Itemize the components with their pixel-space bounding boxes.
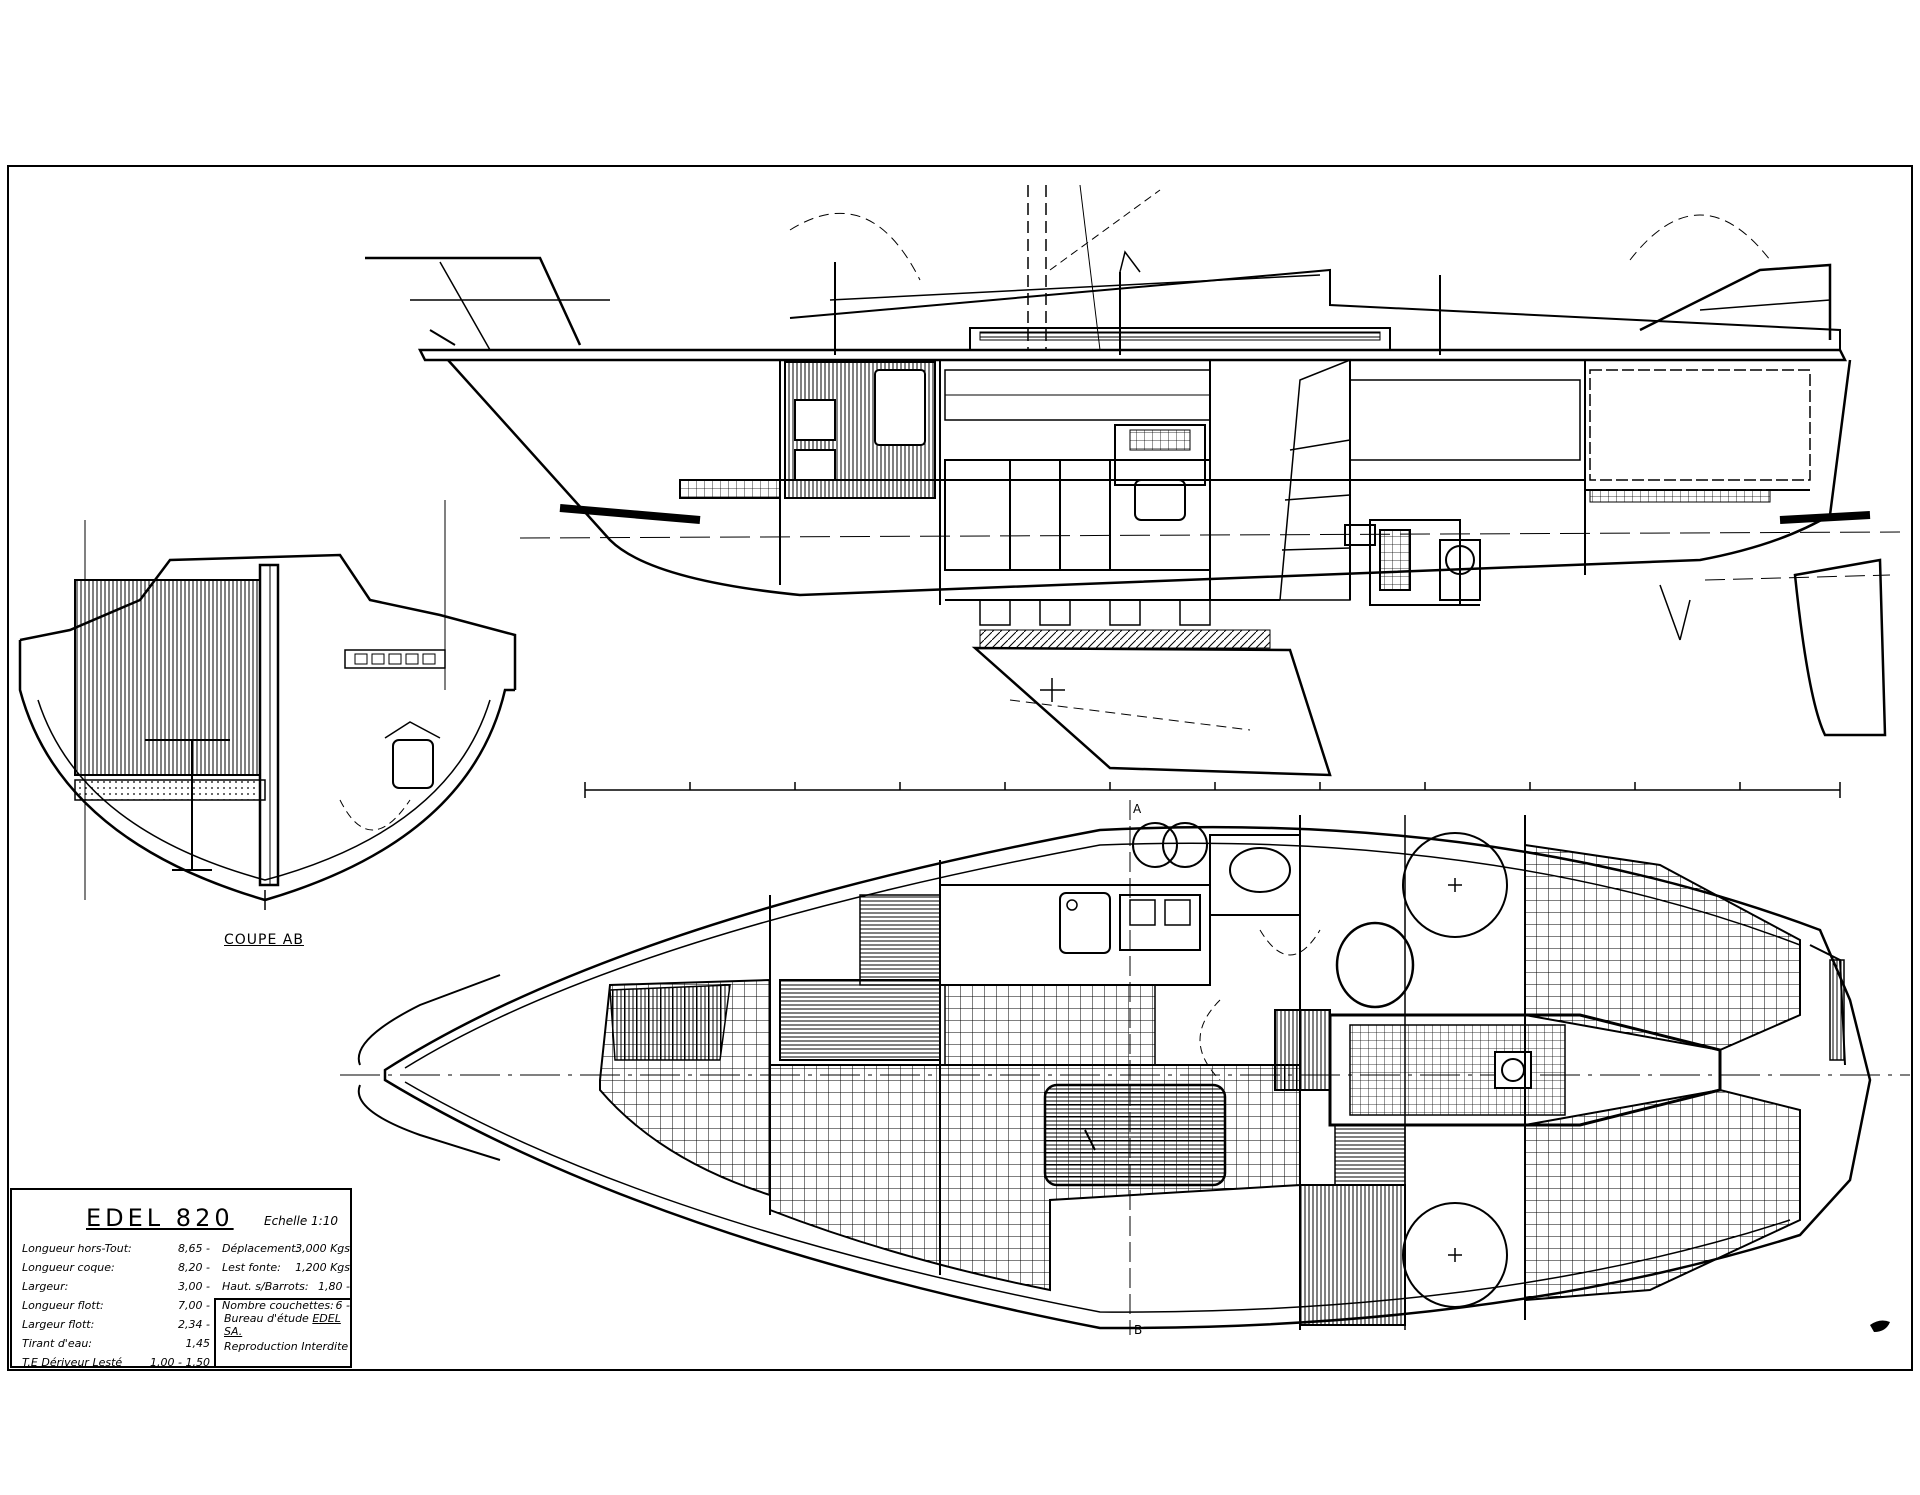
section-ab-view [18, 500, 517, 910]
spec-value: 8,65 - [178, 1242, 210, 1255]
scale-text: Echelle 1:10 [264, 1214, 338, 1228]
specs-left: Longueur hors-Tout: 8,65 - Longueur coqu… [22, 1242, 222, 1375]
spec-label: Tirant d'eau: [22, 1337, 93, 1350]
engine-drawing [1344, 519, 1481, 606]
spec-row: Lest fonte: 1,200 Kgs [218, 1261, 354, 1280]
section-label: COUPE AB [224, 932, 304, 948]
spec-value: 8,20 - [178, 1261, 210, 1274]
spec-value: 1,200 Kgs [295, 1261, 350, 1274]
spec-label: Largeur flott: [22, 1318, 95, 1331]
spec-value: 3,00 - [178, 1280, 210, 1293]
spec-label: Longueur coque: [22, 1261, 115, 1274]
specs-right: Déplacement: 3,000 Kgs Lest fonte: 1,200… [218, 1242, 354, 1318]
spec-label: Nombre couchettes: [222, 1299, 334, 1312]
spec-label: Lest fonte: [222, 1261, 281, 1274]
scale-bar [584, 782, 1841, 798]
title-block: EDEL 820 Echelle 1:10 Longueur hors-Tout… [10, 1188, 354, 1369]
spec-row: Nombre couchettes: 6 - [218, 1299, 354, 1318]
spec-row: T.E Dériveur Lesté 1,00 - 1,50 [22, 1356, 222, 1375]
sheet-frame [7, 165, 1913, 1371]
plan-view [340, 800, 1910, 1335]
spec-label: Déplacement: [222, 1242, 300, 1255]
section-marker-b: B [1134, 1323, 1143, 1337]
spec-row: Haut. s/Barrots: 1,80 - [218, 1280, 354, 1299]
title-block-divider [214, 1298, 352, 1300]
spec-label: Longueur flott: [22, 1299, 104, 1312]
spec-label: Longueur hors-Tout: [22, 1242, 132, 1255]
spec-row: Tirant d'eau: 1,45 [22, 1337, 222, 1356]
spec-label: T.E Dériveur Lesté [22, 1356, 123, 1369]
model-title: EDEL 820 [86, 1204, 234, 1232]
spec-row: Longueur coque: 8,20 - [22, 1261, 222, 1280]
spec-value: 1,00 - 1,50 [150, 1356, 210, 1369]
spec-row: Longueur hors-Tout: 8,65 - [22, 1242, 222, 1261]
spec-row: Déplacement: 3,000 Kgs [218, 1242, 354, 1261]
spec-value: 7,00 - [178, 1299, 210, 1312]
spec-row: Largeur flott: 2,34 - [22, 1318, 222, 1337]
spec-label: Haut. s/Barrots: [222, 1280, 309, 1293]
spec-row: Largeur: 3,00 - [22, 1280, 222, 1299]
bureau-prefix: Bureau d'étude [224, 1312, 309, 1325]
ink-mark [1870, 1320, 1890, 1332]
spec-row: Longueur flott: 7,00 - [22, 1299, 222, 1318]
section-marker-a: A [1133, 802, 1142, 816]
bureau-line: Bureau d'étude EDEL SA. [224, 1312, 350, 1338]
spec-label: Largeur: [22, 1280, 69, 1293]
spec-value: 6 - [335, 1299, 350, 1312]
bureau-name: EDEL SA. [224, 1312, 341, 1338]
spec-value: 2,34 - [178, 1318, 210, 1331]
spec-value: 1,80 - [318, 1280, 350, 1293]
title-block-divider [214, 1298, 216, 1368]
spec-value: 1,45 [185, 1337, 211, 1350]
spec-value: 3,000 Kgs [295, 1242, 350, 1255]
side-profile-view [365, 184, 1901, 777]
reproduction-notice: Reproduction Interdite [224, 1340, 349, 1353]
